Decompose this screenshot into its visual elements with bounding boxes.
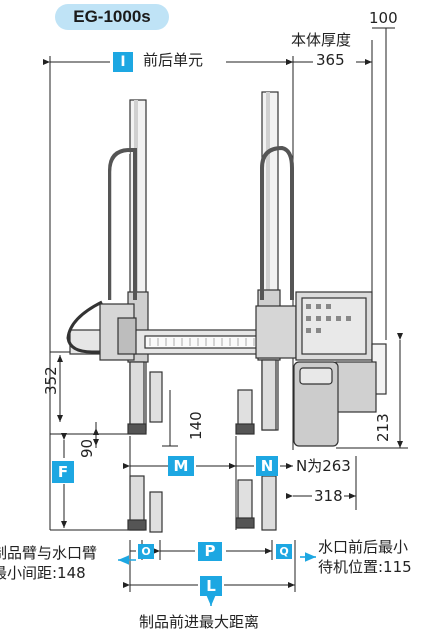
dim-140: 140 (187, 411, 205, 440)
marker-P: P (198, 542, 222, 561)
dim-352: 352 (42, 366, 60, 395)
standby-position-line1: 水口前后最小 (318, 538, 409, 556)
marker-M: M (168, 456, 194, 476)
machine-drawing (66, 91, 387, 533)
min-spacing-line2: 最小间距:148 (0, 564, 86, 582)
model-title: EG-1000s (55, 4, 169, 30)
marker-N: N (256, 456, 278, 476)
dim-365: 365 (316, 51, 345, 69)
dim-100: 100 (369, 9, 398, 27)
marker-Q: Q (276, 544, 292, 559)
standby-position-line2: 待机位置:115 (318, 558, 412, 576)
max-forward-distance: 制品前进最大距离 (139, 613, 260, 631)
dim-318: 318 (314, 487, 343, 505)
marker-F: F (52, 461, 74, 483)
min-spacing-line1: 制品臂与水口臂 (0, 544, 98, 562)
body-thickness-label: 本体厚度 (291, 31, 352, 49)
marker-O: O (138, 544, 154, 559)
marker-L: L (200, 576, 222, 596)
dim-90: 90 (78, 438, 96, 458)
dim-213: 213 (374, 413, 392, 442)
n-value: N为263 (296, 457, 351, 475)
marker-I: I (113, 52, 133, 72)
front-rear-unit-label: 前后单元 (143, 51, 204, 69)
